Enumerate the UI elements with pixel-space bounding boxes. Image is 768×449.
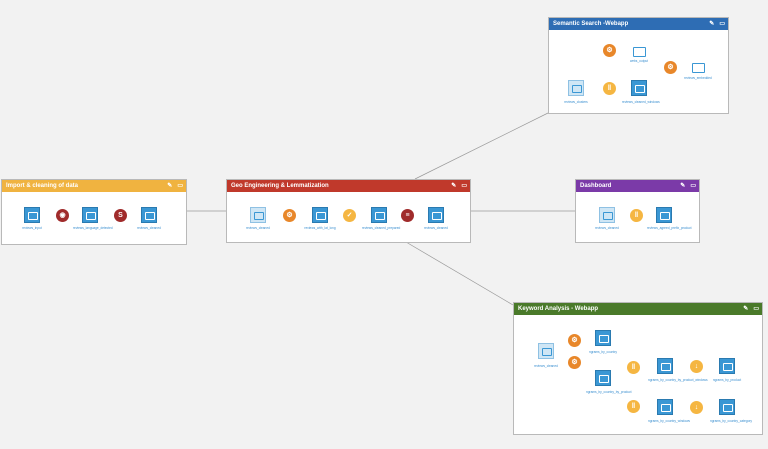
dataset-ngrams-by-product[interactable]: [719, 358, 735, 374]
dataset-label: reviews_with_lat_long: [304, 226, 336, 230]
recipe-window[interactable]: ‖: [627, 400, 640, 413]
dataset-ngrams-by-country-by-product-windows[interactable]: [657, 358, 673, 374]
dataset-label: ngrams_by_country_by_product_windows: [648, 378, 708, 382]
zone-title: Geo Engineering & Lemmatization: [231, 183, 329, 189]
dataset-reviews-cleaned[interactable]: [141, 207, 157, 223]
dataset-label: reviews_cleaned: [595, 226, 619, 230]
zone-title: Keyword Analysis - Webapp: [518, 306, 599, 312]
recipe-python[interactable]: ⚙: [664, 61, 677, 74]
zone-title: Semantic Search -Webapp: [553, 21, 629, 27]
zone-header[interactable]: Keyword Analysis - Webapp ✎ ▭: [514, 303, 762, 315]
folder-webs-output[interactable]: [631, 43, 647, 59]
recipe-window[interactable]: ‖: [603, 82, 616, 95]
folder-reviews-embedded[interactable]: [690, 59, 706, 75]
dataset-label: reviews_cleaned: [137, 226, 161, 230]
window-icon[interactable]: ▭: [690, 183, 696, 189]
dataset-label: reviews_cleaned_prepared: [362, 226, 401, 230]
dataset-reviews-clusters[interactable]: [568, 80, 584, 96]
dataset-label: reviews_cleaned: [534, 364, 558, 368]
recipe-language-detect[interactable]: ◉: [56, 209, 69, 222]
dataset-label: reviews_cleaned: [246, 226, 270, 230]
dataset-ngrams-by-country-windows[interactable]: [657, 399, 673, 415]
recipe-python[interactable]: ⚙: [568, 356, 581, 369]
recipe-prepare[interactable]: ✓: [343, 209, 356, 222]
window-icon[interactable]: ▭: [461, 183, 467, 189]
dataset-label: ngrams_by_country_by_product: [586, 390, 632, 394]
edit-icon[interactable]: ✎: [709, 21, 715, 27]
edit-icon[interactable]: ✎: [680, 183, 686, 189]
recipe-lemmatize[interactable]: ≡: [401, 209, 414, 222]
dataset-label: ngrams_by_country: [589, 350, 617, 354]
zone-header[interactable]: Dashboard ✎ ▭: [576, 180, 699, 192]
folder-label: reviews_embedded: [684, 76, 712, 80]
zone-header[interactable]: Semantic Search -Webapp ✎ ▭: [549, 18, 728, 30]
edit-icon[interactable]: ✎: [451, 183, 457, 189]
zone-header[interactable]: Import & cleaning of data ✎ ▭: [2, 180, 186, 192]
dataset-reviews-cleaned-prepared[interactable]: [371, 207, 387, 223]
window-icon[interactable]: ▭: [719, 21, 725, 27]
folder-label: webs_output: [629, 59, 649, 63]
dataset-reviews-cleaned-out[interactable]: [428, 207, 444, 223]
dataset-label: reviews_input: [22, 226, 42, 230]
dataset-reviews-cleaned-shared[interactable]: [538, 343, 554, 359]
zone-header[interactable]: Geo Engineering & Lemmatization ✎ ▭: [227, 180, 470, 192]
dataset-label: reviews_clusters: [564, 100, 588, 104]
zone-title: Dashboard: [580, 183, 612, 189]
dataset-label: ngrams_by_country_category: [710, 419, 752, 423]
recipe-python[interactable]: ⚙: [283, 209, 296, 222]
dataset-label: reviews_language_detected: [73, 226, 113, 230]
dataset-reviews-input[interactable]: [24, 207, 40, 223]
dataset-label: reviews_agreed_prefix_product: [647, 226, 692, 230]
dataset-label: ngrams_by_country_windows: [648, 419, 690, 423]
recipe-clean[interactable]: S: [114, 209, 127, 222]
dataset-ngrams-by-country-category[interactable]: [719, 399, 735, 415]
dataset-label: ngrams_by_product: [712, 378, 742, 382]
recipe-group[interactable]: ↓: [690, 401, 703, 414]
recipe-python[interactable]: ⚙: [568, 334, 581, 347]
edit-icon[interactable]: ✎: [743, 306, 749, 312]
recipe-window[interactable]: ‖: [627, 361, 640, 374]
dataset-reviews-with-lat-long[interactable]: [312, 207, 328, 223]
edit-icon[interactable]: ✎: [167, 183, 173, 189]
dataset-reviews-cleaned-windows[interactable]: [631, 80, 647, 96]
recipe-window[interactable]: ‖: [630, 209, 643, 222]
dataset-language-detected[interactable]: [82, 207, 98, 223]
window-icon[interactable]: ▭: [177, 183, 183, 189]
dataset-reviews-agreed-prefix-product[interactable]: [656, 207, 672, 223]
window-icon[interactable]: ▭: [753, 306, 759, 312]
zone-title: Import & cleaning of data: [6, 183, 79, 189]
recipe-python[interactable]: ⚙: [603, 44, 616, 57]
dataset-ngrams-by-country-by-product[interactable]: [595, 370, 611, 386]
recipe-group[interactable]: ↓: [690, 360, 703, 373]
dataset-label: reviews_cleaned: [424, 226, 448, 230]
dataset-reviews-cleaned-shared[interactable]: [599, 207, 615, 223]
dataset-reviews-cleaned-shared[interactable]: [250, 207, 266, 223]
dataset-label: reviews_cleaned_windows: [622, 100, 660, 104]
dataset-ngrams-by-country[interactable]: [595, 330, 611, 346]
